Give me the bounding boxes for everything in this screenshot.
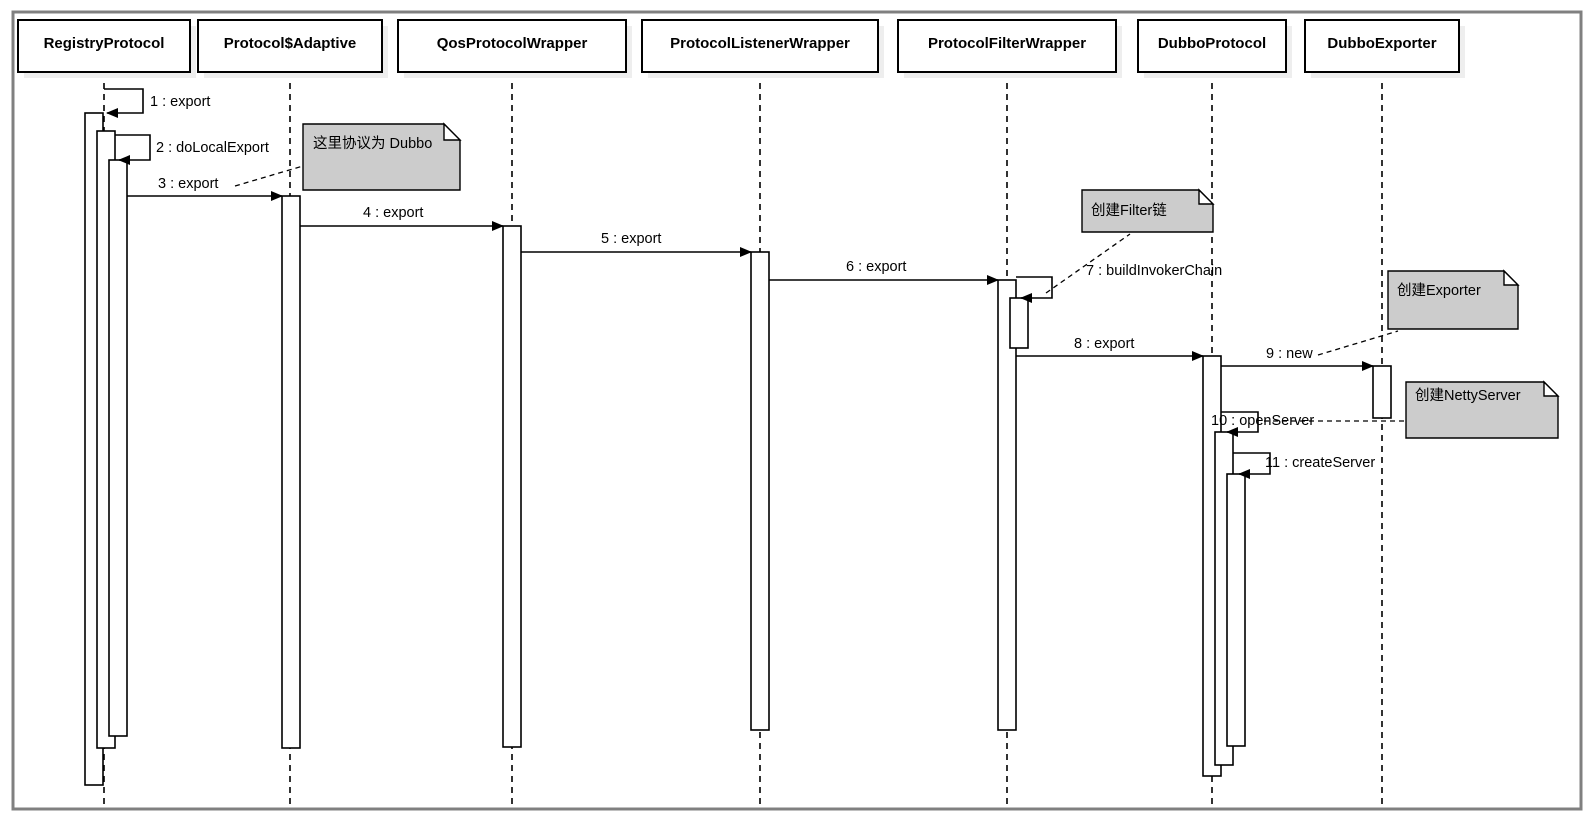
message-2-arrow	[115, 134, 151, 165]
activation-dubbo-3	[1226, 473, 1246, 747]
message-5-export[interactable]: 5 : export	[521, 231, 752, 257]
message-3-export[interactable]: 3 : export	[127, 176, 283, 201]
message-8-export[interactable]: 8 : export	[1016, 336, 1204, 361]
lifeline-header-listener[interactable]: ProtocolListenerWrapper	[641, 19, 884, 78]
message-11-createServer[interactable]: 11 : createServer	[1233, 452, 1375, 479]
note-dubbo-protocol: 这里协议为 Dubbo	[234, 122, 462, 191]
note-dubbo-protocol-link	[234, 165, 304, 187]
activation-filter-1	[997, 279, 1017, 731]
message-4-label: 4 : export	[363, 205, 423, 221]
note-netty-server: 创建NettyServer	[1264, 380, 1560, 439]
note-netty-server-box	[1405, 381, 1559, 439]
diagram-frame	[11, 10, 1583, 811]
lifeline-header-registry-box	[17, 19, 191, 73]
message-4-export[interactable]: 4 : export	[300, 205, 504, 231]
note-filter-chain-fold	[1198, 188, 1215, 205]
note-dubbo-protocol-box	[302, 123, 461, 191]
note-netty-server-fold	[1543, 380, 1560, 397]
note-exporter-box	[1387, 270, 1519, 330]
lifeline-header-adaptive-label: Protocol$Adaptive	[224, 35, 357, 52]
lifeline-headers-group: RegistryProtocol Protocol$Adaptive QosPr…	[17, 19, 1465, 78]
activation-adaptive-1	[281, 195, 301, 749]
message-10-label: 10 : openServer	[1211, 413, 1314, 429]
note-exporter-text: 创建Exporter	[1397, 282, 1481, 299]
message-9-label: 9 : new	[1266, 346, 1313, 362]
activation-registry-3	[108, 159, 128, 737]
message-6-label: 6 : export	[846, 259, 906, 275]
activation-exporter-1	[1372, 365, 1392, 419]
message-11-arrow	[1233, 452, 1271, 479]
note-filter-chain: 创建Filter链	[1045, 188, 1215, 294]
lifeline-header-filter-box	[897, 19, 1117, 73]
message-7-label: 7 : buildInvokerChain	[1086, 263, 1222, 279]
lifeline-header-exporter[interactable]: DubboExporter	[1304, 19, 1465, 78]
message-2-label: 2 : doLocalExport	[156, 140, 269, 156]
message-1-export[interactable]: 1 : export	[104, 88, 210, 118]
activation-listener-1	[750, 251, 770, 731]
message-11-label: 11 : createServer	[1265, 455, 1375, 471]
note-filter-chain-text: 创建Filter链	[1091, 202, 1167, 219]
lifeline-header-exporter-box	[1304, 19, 1460, 73]
note-filter-chain-box	[1081, 189, 1214, 233]
lifeline-header-qos-box	[397, 19, 627, 73]
message-10-openServer[interactable]: 10 : openServer	[1211, 411, 1314, 437]
activation-filter-2	[1009, 297, 1029, 349]
lifeline-header-adaptive-box	[197, 19, 383, 73]
lifeline-header-qos[interactable]: QosProtocolWrapper	[397, 19, 632, 78]
lifeline-header-qos-label: QosProtocolWrapper	[437, 35, 588, 52]
lifeline-header-listener-box	[641, 19, 879, 73]
message-7-arrow	[1016, 276, 1053, 303]
lifeline-header-registry-label: RegistryProtocol	[44, 35, 165, 52]
message-8-label: 8 : export	[1074, 336, 1134, 352]
message-6-export[interactable]: 6 : export	[769, 259, 999, 285]
lifeline-header-dubbo-label: DubboProtocol	[1158, 35, 1266, 52]
note-exporter-fold	[1503, 269, 1520, 286]
note-dubbo-protocol-fold	[443, 122, 462, 141]
message-9-new[interactable]: 9 : new	[1221, 346, 1374, 371]
message-1-label: 1 : export	[150, 94, 210, 110]
note-netty-server-text: 创建NettyServer	[1415, 387, 1521, 404]
lifeline-header-filter[interactable]: ProtocolFilterWrapper	[897, 19, 1122, 78]
lifeline-header-adaptive[interactable]: Protocol$Adaptive	[197, 19, 388, 78]
message-1-arrow	[104, 88, 144, 118]
message-10-arrow	[1221, 411, 1259, 437]
message-7-buildInvokerChain[interactable]: 7 : buildInvokerChain	[1016, 263, 1222, 303]
lifeline-header-dubbo-box	[1137, 19, 1287, 73]
note-exporter-link	[1317, 330, 1399, 356]
activations-group	[84, 112, 1392, 786]
message-2-doLocalExport[interactable]: 2 : doLocalExport	[115, 134, 269, 165]
activation-qos-1	[502, 225, 522, 748]
message-3-label: 3 : export	[158, 176, 218, 192]
lifeline-header-exporter-label: DubboExporter	[1327, 35, 1436, 52]
lifeline-header-registry[interactable]: RegistryProtocol	[17, 19, 196, 78]
note-dubbo-protocol-text: 这里协议为 Dubbo	[313, 135, 432, 152]
note-exporter: 创建Exporter	[1317, 269, 1520, 356]
lifeline-header-filter-label: ProtocolFilterWrapper	[928, 35, 1086, 52]
note-filter-chain-link	[1045, 233, 1131, 294]
message-5-label: 5 : export	[601, 231, 661, 247]
lifeline-header-listener-label: ProtocolListenerWrapper	[670, 35, 850, 52]
lifeline-header-dubbo[interactable]: DubboProtocol	[1137, 19, 1292, 78]
